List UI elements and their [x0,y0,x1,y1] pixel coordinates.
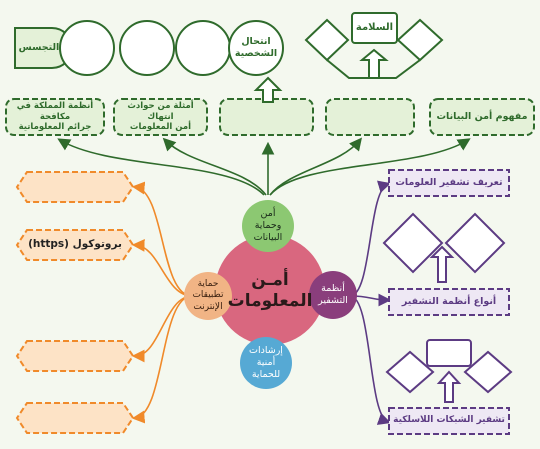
left-box-4-label [17,403,133,433]
left-box-2 [15,229,135,261]
safety-arrow [359,48,389,79]
right-box-3 [388,407,510,435]
chain-circle-4 [228,20,284,76]
safety-group [304,12,444,79]
hub-title: أمـن المعلومات [227,269,313,311]
right-box-1-label: تعريف تشفير العلومات [395,177,503,189]
top-box-3-label [220,99,313,135]
petal-bottom-label: إرشادات أمنية للحماية [249,345,283,380]
left-box-1-label [17,172,133,202]
left-box-3-label [17,341,133,371]
purple-rect [426,339,472,367]
safety-diamond-right [396,18,444,62]
chain-start-label: انتحال الشخصية [234,36,278,59]
petal-top [242,200,294,252]
petal-left [184,272,232,320]
chain-circle-1 [59,20,115,76]
chain-up-arrow [253,76,283,103]
right-branch-boxes [388,169,510,435]
purple-diamond-1b [444,212,506,274]
left-box-4 [15,402,135,434]
chain-circle-3 [175,20,231,76]
chain-group [14,20,284,103]
petal-right-label: أنظمة التشفير [318,283,348,306]
top-box-4 [113,98,208,136]
safety-title-box [351,12,398,44]
chain-end-label: التجسس [18,42,60,54]
purple-diamond-2b [463,350,513,394]
top-box-1 [429,98,535,136]
safety-diamond-left [304,18,350,62]
petal-top-label: أمن وحماية البيانات [253,208,283,243]
left-box-3 [15,340,135,372]
hub-center [215,235,325,345]
top-box-5 [5,98,105,136]
top-connectors [57,137,471,196]
top-branch-boxes [5,98,535,136]
purple-diamond-1a [382,212,444,274]
right-box-3-label: تشفير الشبكات اللاسلكية [393,415,505,426]
safety-title: السلامة [355,21,394,33]
right-box-2-label: أنواع أنظمة التشفير [401,296,497,308]
top-box-5-label: أنظمة المملكة في مكافحة جرائم المعلوماتي… [16,101,94,133]
purple-arrow-1 [429,245,455,283]
hub [184,200,357,389]
purple-diamonds-2 [385,339,513,403]
chain-circle-2 [119,20,175,76]
purple-diamonds-1 [382,212,506,283]
top-box-2 [325,98,415,136]
left-branch-boxes [15,171,135,434]
petal-left-label: حماية تطبيقات الإنترنت [192,279,224,312]
left-box-1 [15,171,135,203]
top-box-1-label: مفهوم أمن البيانات [436,111,528,123]
purple-diamond-2a [385,350,435,394]
left-box-2-label: بروتوكول (https) [28,238,122,251]
top-box-4-label: أمثلة من حوادث انتهاك أمن المعلومات [127,101,194,133]
top-box-2-label [326,99,414,135]
purple-arrow-2 [436,370,462,403]
petal-right [309,271,357,319]
petal-bottom [240,337,292,389]
right-box-2 [388,288,510,316]
right-box-1 [388,169,510,197]
